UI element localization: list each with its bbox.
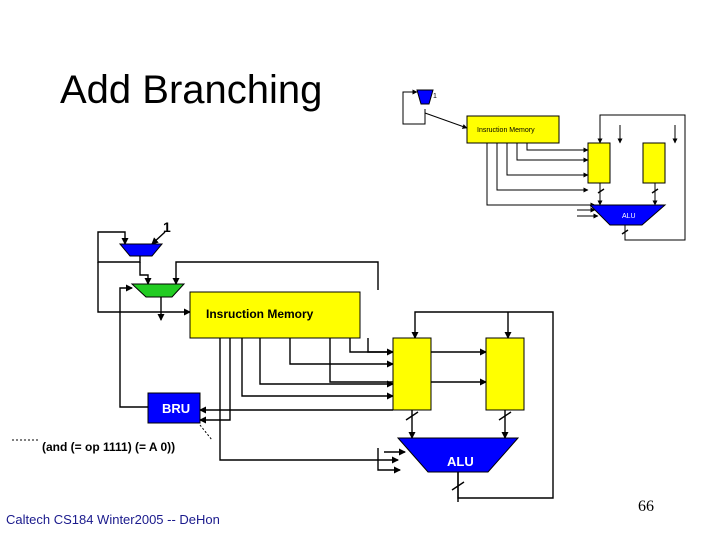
imem-out-to-alu-wire	[219, 338, 399, 464]
small-imem-out-wire-3	[506, 143, 589, 178]
adder-feedback-loop-wire	[97, 231, 141, 263]
instruction-memory	[189, 291, 361, 339]
bus-marker-alu-out	[451, 481, 465, 491]
branch-condition-label: (and (= op 1111) (= A 0))	[42, 440, 175, 454]
small-bus-marker-out	[621, 229, 629, 235]
small-alu-feedback-wire	[597, 114, 686, 241]
small-imem-out-wire-1	[486, 143, 596, 208]
bus-marker-regfile-b	[498, 411, 512, 421]
small-imem-out-wire-4	[516, 143, 589, 163]
small-imem-label: Insruction Memory	[477, 127, 535, 134]
imem-out-wire-2	[289, 338, 394, 368]
small-imem-out-wire-2	[496, 143, 589, 193]
slide-title: Add Branching	[60, 68, 323, 112]
alu	[396, 437, 520, 473]
branch-mux	[130, 283, 186, 298]
register-file-b	[485, 337, 525, 411]
condition-callout-marks	[12, 424, 213, 441]
imem-out-wire-3	[259, 338, 394, 388]
page-number: 66	[638, 498, 654, 515]
small-alu-label: ALU	[622, 213, 636, 220]
small-datapath	[402, 89, 686, 241]
small-adder	[416, 89, 434, 105]
small-register-file-b	[642, 142, 666, 184]
adder-to-mux-wire	[139, 262, 152, 285]
bus-marker-regfile-a	[405, 411, 419, 421]
small-bus-marker-a	[597, 188, 605, 194]
imem-out-wire-4	[241, 338, 394, 400]
imem-out-to-regfile-b-wire	[349, 338, 487, 356]
imem-out-wire-1	[367, 338, 394, 356]
pc-feedback-wire	[97, 262, 161, 313]
alu-label: ALU	[447, 454, 474, 469]
const-one-label: 1	[163, 219, 171, 235]
bru-to-mux-wire	[119, 284, 148, 408]
small-bus-marker-b	[651, 188, 659, 194]
small-instruction-memory	[466, 115, 560, 144]
bus-width-markers	[405, 188, 659, 491]
imem-out-to-regfile-b-wire-2	[329, 338, 487, 386]
small-alu	[588, 204, 667, 226]
large-datapath	[97, 231, 554, 502]
register-file-a	[392, 337, 432, 411]
small-register-file-a	[587, 142, 611, 184]
pc-adder	[118, 243, 164, 257]
imem-opcode-to-bru-wire	[199, 338, 231, 424]
branch-target-wire	[172, 261, 379, 290]
small-imem-out-wire-5	[526, 143, 589, 153]
small-const-one: 1	[433, 93, 437, 100]
small-pc-to-imem-wire	[424, 112, 468, 129]
bru-label: BRU	[162, 401, 190, 416]
small-pc-loop-wire	[402, 89, 426, 125]
imem-label: Insruction Memory	[206, 307, 314, 321]
const-one-to-adder-wire	[151, 231, 166, 245]
slide-footer: Caltech CS184 Winter2005 -- DeHon	[6, 512, 220, 527]
branch-resolution-unit	[147, 392, 201, 424]
alu-op-wire-1	[377, 448, 401, 474]
